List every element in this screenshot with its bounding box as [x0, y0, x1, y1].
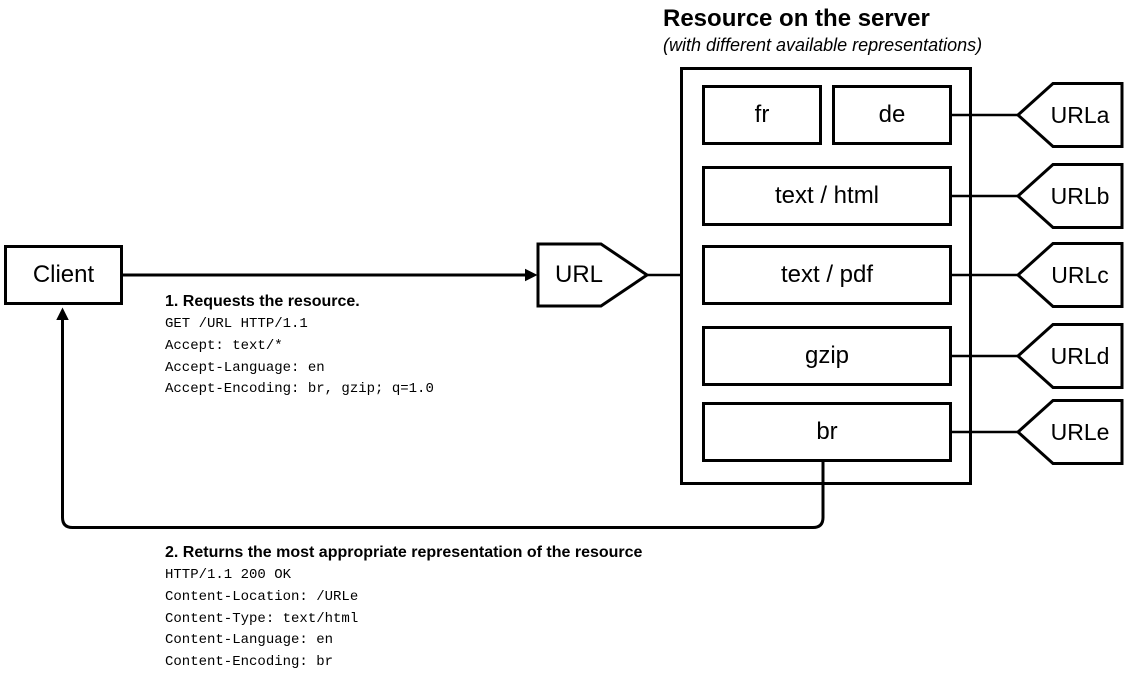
representation-br: br	[702, 402, 952, 462]
request-message-block: 1. Requests the resource. GET /URL HTTP/…	[165, 292, 434, 401]
client-label: Client	[32, 261, 95, 288]
request-header-line: Accept: text/*	[165, 337, 283, 354]
representation-text-pdf: text / pdf	[702, 245, 952, 305]
representation-text-pdf-label: text / pdf	[780, 261, 874, 288]
representation-fr: fr	[702, 85, 822, 145]
url-pentagon-shape	[536, 242, 650, 308]
tag-urlb-shape	[1015, 163, 1124, 229]
request-header-line: Accept-Language: en	[165, 359, 325, 376]
representation-de: de	[832, 85, 952, 145]
response-message-block: 2. Returns the most appropriate represen…	[165, 543, 642, 674]
representation-br-label: br	[816, 418, 838, 445]
server-title: Resource on the server	[663, 5, 930, 32]
return-arrow-line	[56, 307, 825, 529]
response-header-line: Content-Encoding: br	[165, 654, 334, 671]
representation-fr-label: fr	[754, 101, 770, 128]
server-title-block: Resource on the server (with different a…	[663, 4, 1083, 56]
request-header-line: Accept-Encoding: br, gzip; q=1.0	[165, 381, 434, 398]
client-node: Client	[4, 245, 123, 305]
server-resource-box	[680, 67, 972, 485]
representation-text-html-label: text / html	[774, 182, 880, 209]
tag-urlc-shape	[1015, 242, 1124, 308]
response-header-line: HTTP/1.1 200 OK	[165, 567, 292, 583]
representation-gzip: gzip	[702, 326, 952, 386]
tag-urle-shape	[1015, 399, 1124, 465]
request-step-label: 1. Requests the resource.	[165, 293, 360, 310]
representation-gzip-label: gzip	[804, 342, 850, 369]
request-header-line: GET /URL HTTP/1.1	[165, 316, 308, 332]
response-step-label: 2. Returns the most appropriate represen…	[165, 544, 643, 561]
tag-urla-shape	[1015, 82, 1124, 148]
server-subtitle: (with different available representation…	[663, 35, 983, 55]
response-header-line: Content-Language: en	[165, 632, 334, 649]
tag-urld-shape	[1015, 323, 1124, 389]
representation-de-label: de	[878, 101, 906, 128]
representation-text-html: text / html	[702, 166, 952, 226]
response-header-line: Content-Type: text/html	[165, 610, 359, 627]
response-header-line: Content-Location: /URLe	[165, 588, 359, 605]
